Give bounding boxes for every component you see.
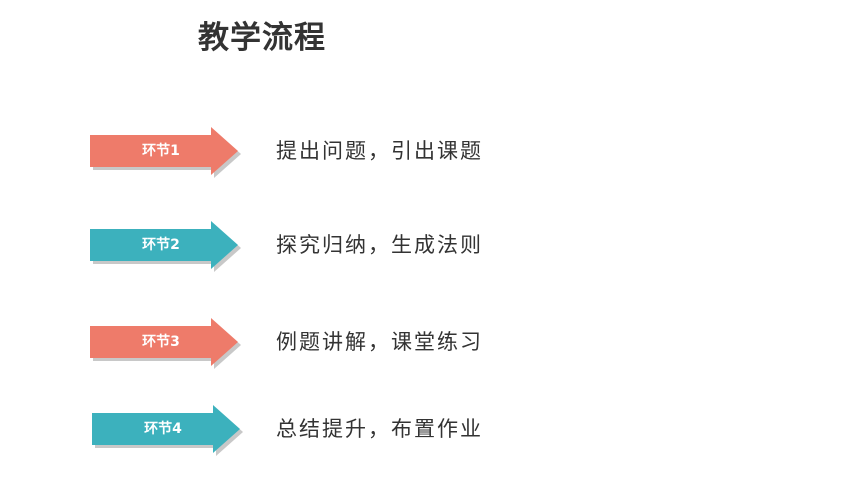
step-1: 环节1 提出问题，引出课题 [90,127,650,179]
step-4-description: 总结提升，布置作业 [276,417,483,441]
step-3: 环节3 例题讲解，课堂练习 [90,318,650,370]
step-2-arrow-shape [90,221,238,269]
step-4-arrow-shape [92,405,240,453]
step-3-arrow-shape [90,318,238,366]
step-2-description: 探究归纳，生成法则 [276,233,483,257]
step-1-description: 提出问题，引出课题 [276,139,483,163]
step-1-arrow-shape [90,127,238,175]
step-1-label: 环节1 [142,143,180,159]
step-4: 环节4 总结提升，布置作业 [92,405,652,457]
step-2: 环节2 探究归纳，生成法则 [90,221,650,273]
step-2-arrow: 环节2 [90,221,242,273]
step-3-arrow: 环节3 [90,318,242,370]
step-2-label: 环节2 [142,237,180,253]
step-3-description: 例题讲解，课堂练习 [276,330,483,354]
step-4-label: 环节4 [144,421,182,437]
step-1-arrow: 环节1 [90,127,242,179]
step-4-arrow: 环节4 [92,405,244,457]
slide-title: 教学流程 [198,20,326,56]
step-3-label: 环节3 [142,334,180,350]
